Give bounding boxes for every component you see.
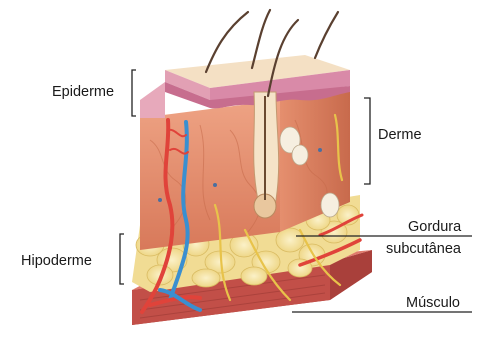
label-gordura: Gordura (408, 220, 461, 235)
label-musculo: Músculo (406, 296, 460, 311)
label-derme: Derme (378, 128, 422, 143)
label-subcutanea: subcutânea (386, 242, 461, 257)
hair-follicle (254, 92, 279, 218)
label-epiderme: Epiderme (52, 85, 114, 100)
label-hipoderme: Hipoderme (21, 254, 92, 269)
